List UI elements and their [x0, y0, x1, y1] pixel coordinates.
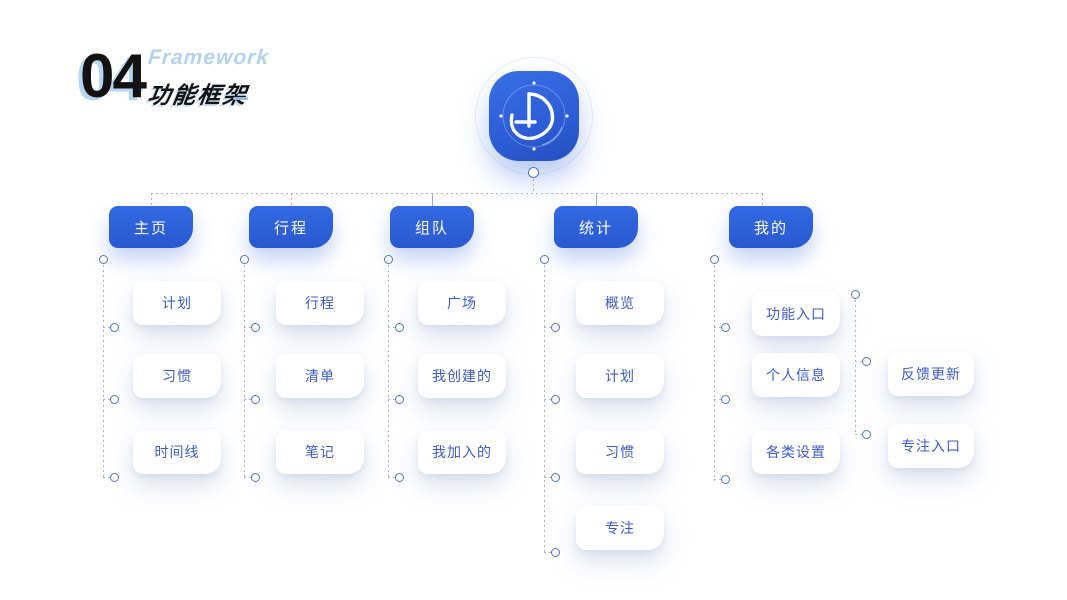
child-node: 笔记	[276, 430, 364, 474]
connector-ring	[98, 254, 108, 264]
ring-stub	[103, 327, 111, 328]
sub-child-node: 反馈更新	[888, 352, 974, 396]
ring-stub	[388, 399, 396, 400]
column-line	[103, 265, 104, 478]
connector-ring	[709, 254, 719, 264]
child-node: 习惯	[133, 354, 221, 398]
connector-ring	[109, 322, 119, 332]
branch-connector	[432, 193, 433, 206]
child-node: 个人信息	[752, 353, 840, 397]
ring-stub	[544, 477, 552, 478]
child-node: 计划	[576, 354, 664, 398]
app-logo-icon	[489, 71, 579, 161]
connector-ring	[383, 254, 393, 264]
stem-connector	[533, 179, 534, 193]
section-title-en: Framework	[147, 46, 270, 69]
connector-ring	[550, 322, 560, 332]
connector-ring	[109, 394, 119, 404]
branch-node-trips: 行程	[249, 206, 333, 248]
column-line	[855, 300, 856, 434]
connector-ring	[394, 322, 404, 332]
connector-ring	[720, 394, 730, 404]
section-title-zh: 功能框架	[145, 82, 250, 108]
child-node: 概览	[576, 281, 664, 325]
child-node: 行程	[276, 281, 364, 325]
connector-ring	[394, 472, 404, 482]
ring-stub	[103, 399, 111, 400]
branch-node-mine: 我的	[729, 206, 813, 248]
clock-logo-icon	[499, 81, 569, 151]
branch-node-stats: 统计	[554, 206, 638, 248]
child-node: 时间线	[133, 430, 221, 474]
column-line	[714, 265, 715, 481]
branch-connector	[151, 193, 152, 206]
connector-ring	[861, 356, 871, 366]
connector-ring	[527, 166, 539, 178]
ring-stub	[855, 434, 863, 435]
child-node: 专注	[576, 506, 664, 550]
connector-ring	[250, 394, 260, 404]
connector-ring	[550, 394, 560, 404]
connector-ring	[250, 472, 260, 482]
branch-connector	[596, 193, 597, 206]
connector-ring	[720, 474, 730, 484]
child-node: 我加入的	[418, 430, 506, 474]
ring-stub	[244, 399, 252, 400]
ring-stub	[714, 327, 722, 328]
connector-ring	[850, 289, 860, 299]
title-dash	[233, 97, 248, 100]
ring-stub	[388, 477, 396, 478]
ring-stub	[544, 327, 552, 328]
connector-ring	[239, 254, 249, 264]
branch-node-home: 主页	[109, 206, 193, 248]
child-node: 广场	[418, 281, 506, 325]
sub-child-node: 专注入口	[888, 424, 974, 468]
ring-stub	[714, 399, 722, 400]
child-node: 清单	[276, 354, 364, 398]
connector-ring	[109, 472, 119, 482]
connector-ring	[550, 547, 560, 557]
horizontal-rail	[151, 193, 762, 194]
connector-ring	[539, 254, 549, 264]
section-number: 04	[80, 42, 147, 111]
ring-stub	[544, 552, 552, 553]
column-line	[544, 265, 545, 553]
connector-ring	[720, 322, 730, 332]
connector-ring	[550, 472, 560, 482]
child-node: 习惯	[576, 430, 664, 474]
branch-connector	[762, 193, 763, 206]
ring-stub	[388, 327, 396, 328]
ring-stub	[244, 327, 252, 328]
branch-node-team: 组队	[390, 206, 474, 248]
ring-stub	[544, 399, 552, 400]
child-node: 各类设置	[752, 430, 840, 474]
column-line	[388, 265, 389, 478]
child-node: 功能入口	[752, 292, 840, 336]
ring-stub	[244, 477, 252, 478]
child-node: 我创建的	[418, 354, 506, 398]
child-node: 计划	[133, 281, 221, 325]
ring-stub	[103, 477, 111, 478]
connector-ring	[250, 322, 260, 332]
connector-ring	[861, 429, 871, 439]
ring-stub	[855, 361, 863, 362]
connector-ring	[394, 394, 404, 404]
ring-stub	[714, 479, 722, 480]
column-line	[244, 265, 245, 478]
branch-connector	[291, 193, 292, 206]
